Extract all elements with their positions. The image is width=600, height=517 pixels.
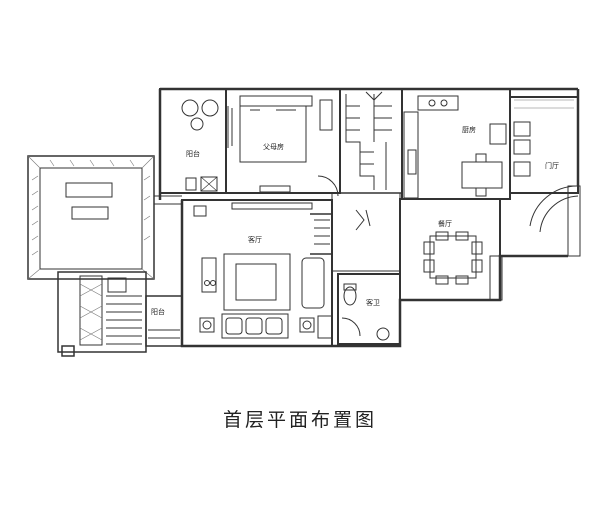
living-room: [181, 199, 333, 347]
label-living-room: 客厅: [248, 235, 262, 244]
label-kitchen: 厨房: [462, 125, 476, 134]
label-parents-room: 父母房: [263, 142, 284, 151]
label-balcony-left: 阳台: [151, 307, 165, 316]
dining-room: [399, 198, 503, 301]
label-entrance-hall: 门厅: [545, 161, 559, 170]
top-balcony: [159, 88, 227, 194]
kitchen: [401, 88, 511, 200]
entrance-hall: [509, 96, 581, 257]
garden-terrace: [27, 155, 155, 280]
guest-bathroom: [337, 273, 401, 345]
plan-caption: 首层平面布置图: [222, 409, 377, 431]
left-balcony: [145, 295, 183, 347]
parents-room: [225, 88, 341, 194]
outer-walls: [158, 87, 580, 348]
patio-stair: [57, 271, 147, 357]
label-dining-room: 餐厅: [438, 219, 452, 228]
label-balcony-top: 阳台: [186, 149, 200, 158]
central-hall: [310, 175, 401, 272]
stair-hall: [339, 88, 403, 194]
label-guest-bath: 客卫: [366, 298, 380, 307]
